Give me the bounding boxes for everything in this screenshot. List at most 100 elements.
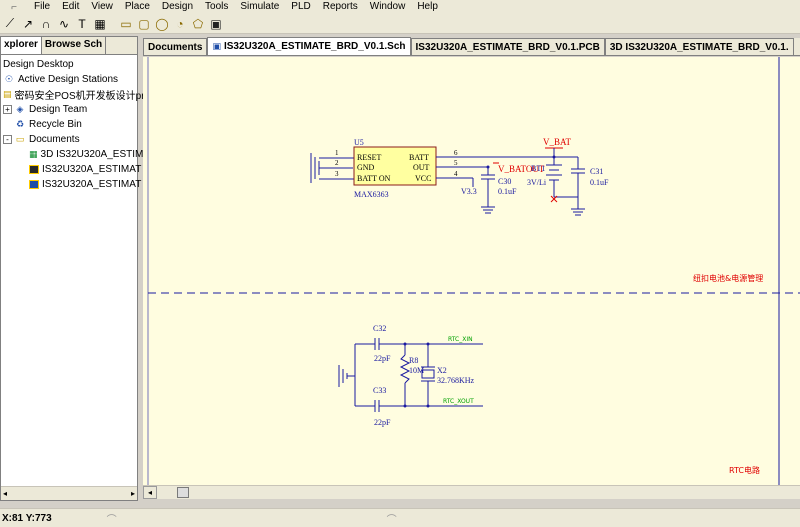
tab-schematic[interactable]: ▣ IS32U320A_ESTIMATE_BRD_V0.1.Sch bbox=[207, 37, 411, 55]
tree-item-design-desktop[interactable]: Design Desktop bbox=[3, 59, 74, 70]
scroll-thumb[interactable] bbox=[177, 487, 189, 498]
r8-ref: R8 bbox=[409, 356, 418, 365]
pin-num: 6 bbox=[454, 149, 458, 157]
tree-item-design-team[interactable]: + ◈ Design Team bbox=[3, 102, 137, 117]
stations-icon: ☉ bbox=[4, 74, 14, 84]
tab-browse-sch[interactable]: Browse Sch bbox=[42, 37, 107, 54]
net-vbat: V_BAT bbox=[543, 137, 572, 147]
tree-item-active-design-stations[interactable]: ☉ Active Design Stations bbox=[4, 74, 119, 85]
scroll-left-icon[interactable]: ◂ bbox=[3, 489, 8, 498]
ellipse-tool-icon[interactable]: ◯ bbox=[155, 16, 169, 31]
cursor-coordinates: X:81 Y:773 bbox=[2, 512, 52, 524]
pin-name: RESET bbox=[357, 153, 382, 162]
pin-num: 2 bbox=[335, 159, 339, 167]
polyline-tool-icon[interactable]: ↗ bbox=[22, 16, 34, 31]
net-vbatout: V_BATOUT bbox=[498, 164, 545, 174]
status-bar: X:81 Y:773 ⌒ ⌒ bbox=[0, 508, 800, 527]
canvas-horizontal-scrollbar[interactable]: ◂ bbox=[143, 485, 800, 499]
pin-name: OUT bbox=[413, 163, 430, 172]
tab-explorer[interactable]: xplorer bbox=[1, 37, 42, 54]
schematic-drawing: U5 MAX6363 1 2 3 RESET GND BATT ON BATT … bbox=[147, 57, 800, 485]
c30-val: 0.1uF bbox=[498, 187, 517, 196]
pin-num: 4 bbox=[454, 170, 458, 178]
c31-val: 0.1uF bbox=[590, 178, 609, 187]
c31-ref: C31 bbox=[590, 167, 603, 176]
3d-icon: ▦ bbox=[29, 149, 38, 159]
ground-symbol bbox=[310, 153, 353, 183]
rounded-rectangle-tool-icon[interactable]: ▢ bbox=[138, 16, 150, 31]
design-tree: Design Desktop ☉ Active Design Stations … bbox=[1, 55, 145, 192]
expand-icon[interactable]: + bbox=[3, 105, 12, 114]
menu-reports[interactable]: Reports bbox=[322, 1, 358, 12]
menu-help[interactable]: Help bbox=[417, 1, 438, 12]
x2-val: 32.768KHz bbox=[437, 376, 475, 385]
tab-pcb[interactable]: IS32U320A_ESTIMATE_BRD_V0.1.PCB bbox=[410, 38, 605, 55]
pin-num: 3 bbox=[335, 170, 339, 178]
pin-name: BATT bbox=[409, 153, 429, 162]
pin-name: GND bbox=[357, 163, 375, 172]
text-frame-tool-icon[interactable]: ▦ bbox=[94, 16, 106, 31]
pin-name: VCC bbox=[415, 174, 431, 183]
tree-item-project-database[interactable]: ▤ 密码安全POS机开发板设计pr bbox=[3, 89, 145, 102]
scroll-right-icon[interactable]: ▸ bbox=[130, 489, 135, 498]
folder-icon: ▭ bbox=[15, 134, 25, 144]
u5-part: MAX6363 bbox=[354, 190, 389, 199]
schematic-canvas[interactable]: U5 MAX6363 1 2 3 RESET GND BATT ON BATT … bbox=[143, 57, 800, 485]
pin-num: 1 bbox=[335, 149, 339, 157]
menu-simulate[interactable]: Simulate bbox=[240, 1, 280, 12]
tree-item-recycle-bin[interactable]: ♻ Recycle Bin bbox=[15, 119, 82, 130]
x2-ref: X2 bbox=[437, 366, 447, 375]
graphic-tool-icon[interactable]: ▣ bbox=[210, 16, 222, 31]
c32-ref: C32 bbox=[373, 324, 386, 333]
menu-pld[interactable]: PLD bbox=[291, 1, 311, 12]
tree-item-3d-doc[interactable]: ▦ 3D IS32U320A_ESTIM bbox=[29, 149, 144, 160]
menu-window[interactable]: Window bbox=[369, 1, 406, 12]
net-v33: V3.3 bbox=[461, 187, 477, 196]
no-connect-marker bbox=[550, 195, 558, 203]
tree-item-pcb-doc[interactable]: IS32U320A_ESTIMAT bbox=[3, 162, 141, 177]
scroll-left-icon[interactable]: ◂ bbox=[143, 486, 157, 499]
menu-view[interactable]: View bbox=[91, 1, 113, 12]
menu-file[interactable]: File bbox=[34, 1, 51, 12]
pie-tool-icon[interactable]: ◔ bbox=[176, 16, 184, 31]
sch-icon: ▣ bbox=[212, 41, 221, 51]
text-tool-icon[interactable]: T bbox=[78, 16, 86, 31]
bt1-val: 3V/Li bbox=[527, 178, 547, 187]
tab-documents[interactable]: Documents bbox=[143, 38, 208, 55]
arc-tool-icon[interactable]: ∩ bbox=[41, 16, 51, 31]
c33-val: 22pF bbox=[374, 418, 391, 427]
collapse-icon[interactable]: - bbox=[3, 135, 12, 144]
pin-num: 5 bbox=[454, 159, 458, 167]
menu-tools[interactable]: Tools bbox=[205, 1, 229, 12]
rectangle-tool-icon[interactable]: ▭ bbox=[120, 16, 132, 31]
c33-ref: C33 bbox=[373, 386, 386, 395]
pcb-icon bbox=[29, 164, 39, 175]
u5-component[interactable] bbox=[353, 146, 437, 186]
tree-item-sch-doc[interactable]: IS32U320A_ESTIMAT bbox=[3, 177, 141, 192]
design-explorer-panel: xplorer Browse Sch Design Desktop ☉ Acti… bbox=[0, 36, 145, 501]
tab-3d[interactable]: 3D IS32U320A_ESTIMATE_BRD_V0.1. bbox=[604, 38, 794, 55]
explorer-tabs: xplorer Browse Sch bbox=[1, 37, 137, 55]
menu-design[interactable]: Design bbox=[161, 1, 194, 12]
menu-bar: ⌐ File Edit View Place Design Tools Simu… bbox=[0, 0, 800, 14]
c30-ref: C30 bbox=[498, 177, 511, 186]
bezier-tool-icon[interactable]: ∿ bbox=[58, 16, 70, 31]
explorer-scrollbar[interactable]: ◂ ▸ bbox=[1, 486, 137, 500]
status-separator-icon: ⌒ bbox=[106, 514, 117, 526]
u5-ref: U5 bbox=[354, 138, 364, 147]
database-icon: ▤ bbox=[3, 89, 12, 99]
net-rtc-xin: RTC_XIN bbox=[448, 336, 473, 343]
tree-item-documents[interactable]: - ▭ Documents bbox=[3, 132, 137, 147]
menu-edit[interactable]: Edit bbox=[62, 1, 80, 12]
team-icon: ◈ bbox=[16, 104, 24, 114]
polygon-tool-icon[interactable]: ⬠ bbox=[192, 16, 204, 31]
recycle-icon: ♻ bbox=[15, 119, 25, 129]
section-label-rtc: RTC电路 bbox=[729, 465, 760, 475]
menu-place[interactable]: Place bbox=[124, 1, 150, 12]
c32-val: 22pF bbox=[374, 354, 391, 363]
net-rtc-xout: RTC_XOUT bbox=[443, 398, 474, 405]
r8-val: 10M bbox=[409, 366, 424, 375]
line-tool-icon[interactable]: ⟋ bbox=[5, 16, 15, 30]
app-logo-icon[interactable]: ⌐ bbox=[11, 1, 17, 13]
drawing-toolbar: ⟋ ↗ ∩ ∿ T ▦ ▭ ▢ ◯ ◔ ⬠ ▣ bbox=[0, 14, 800, 34]
